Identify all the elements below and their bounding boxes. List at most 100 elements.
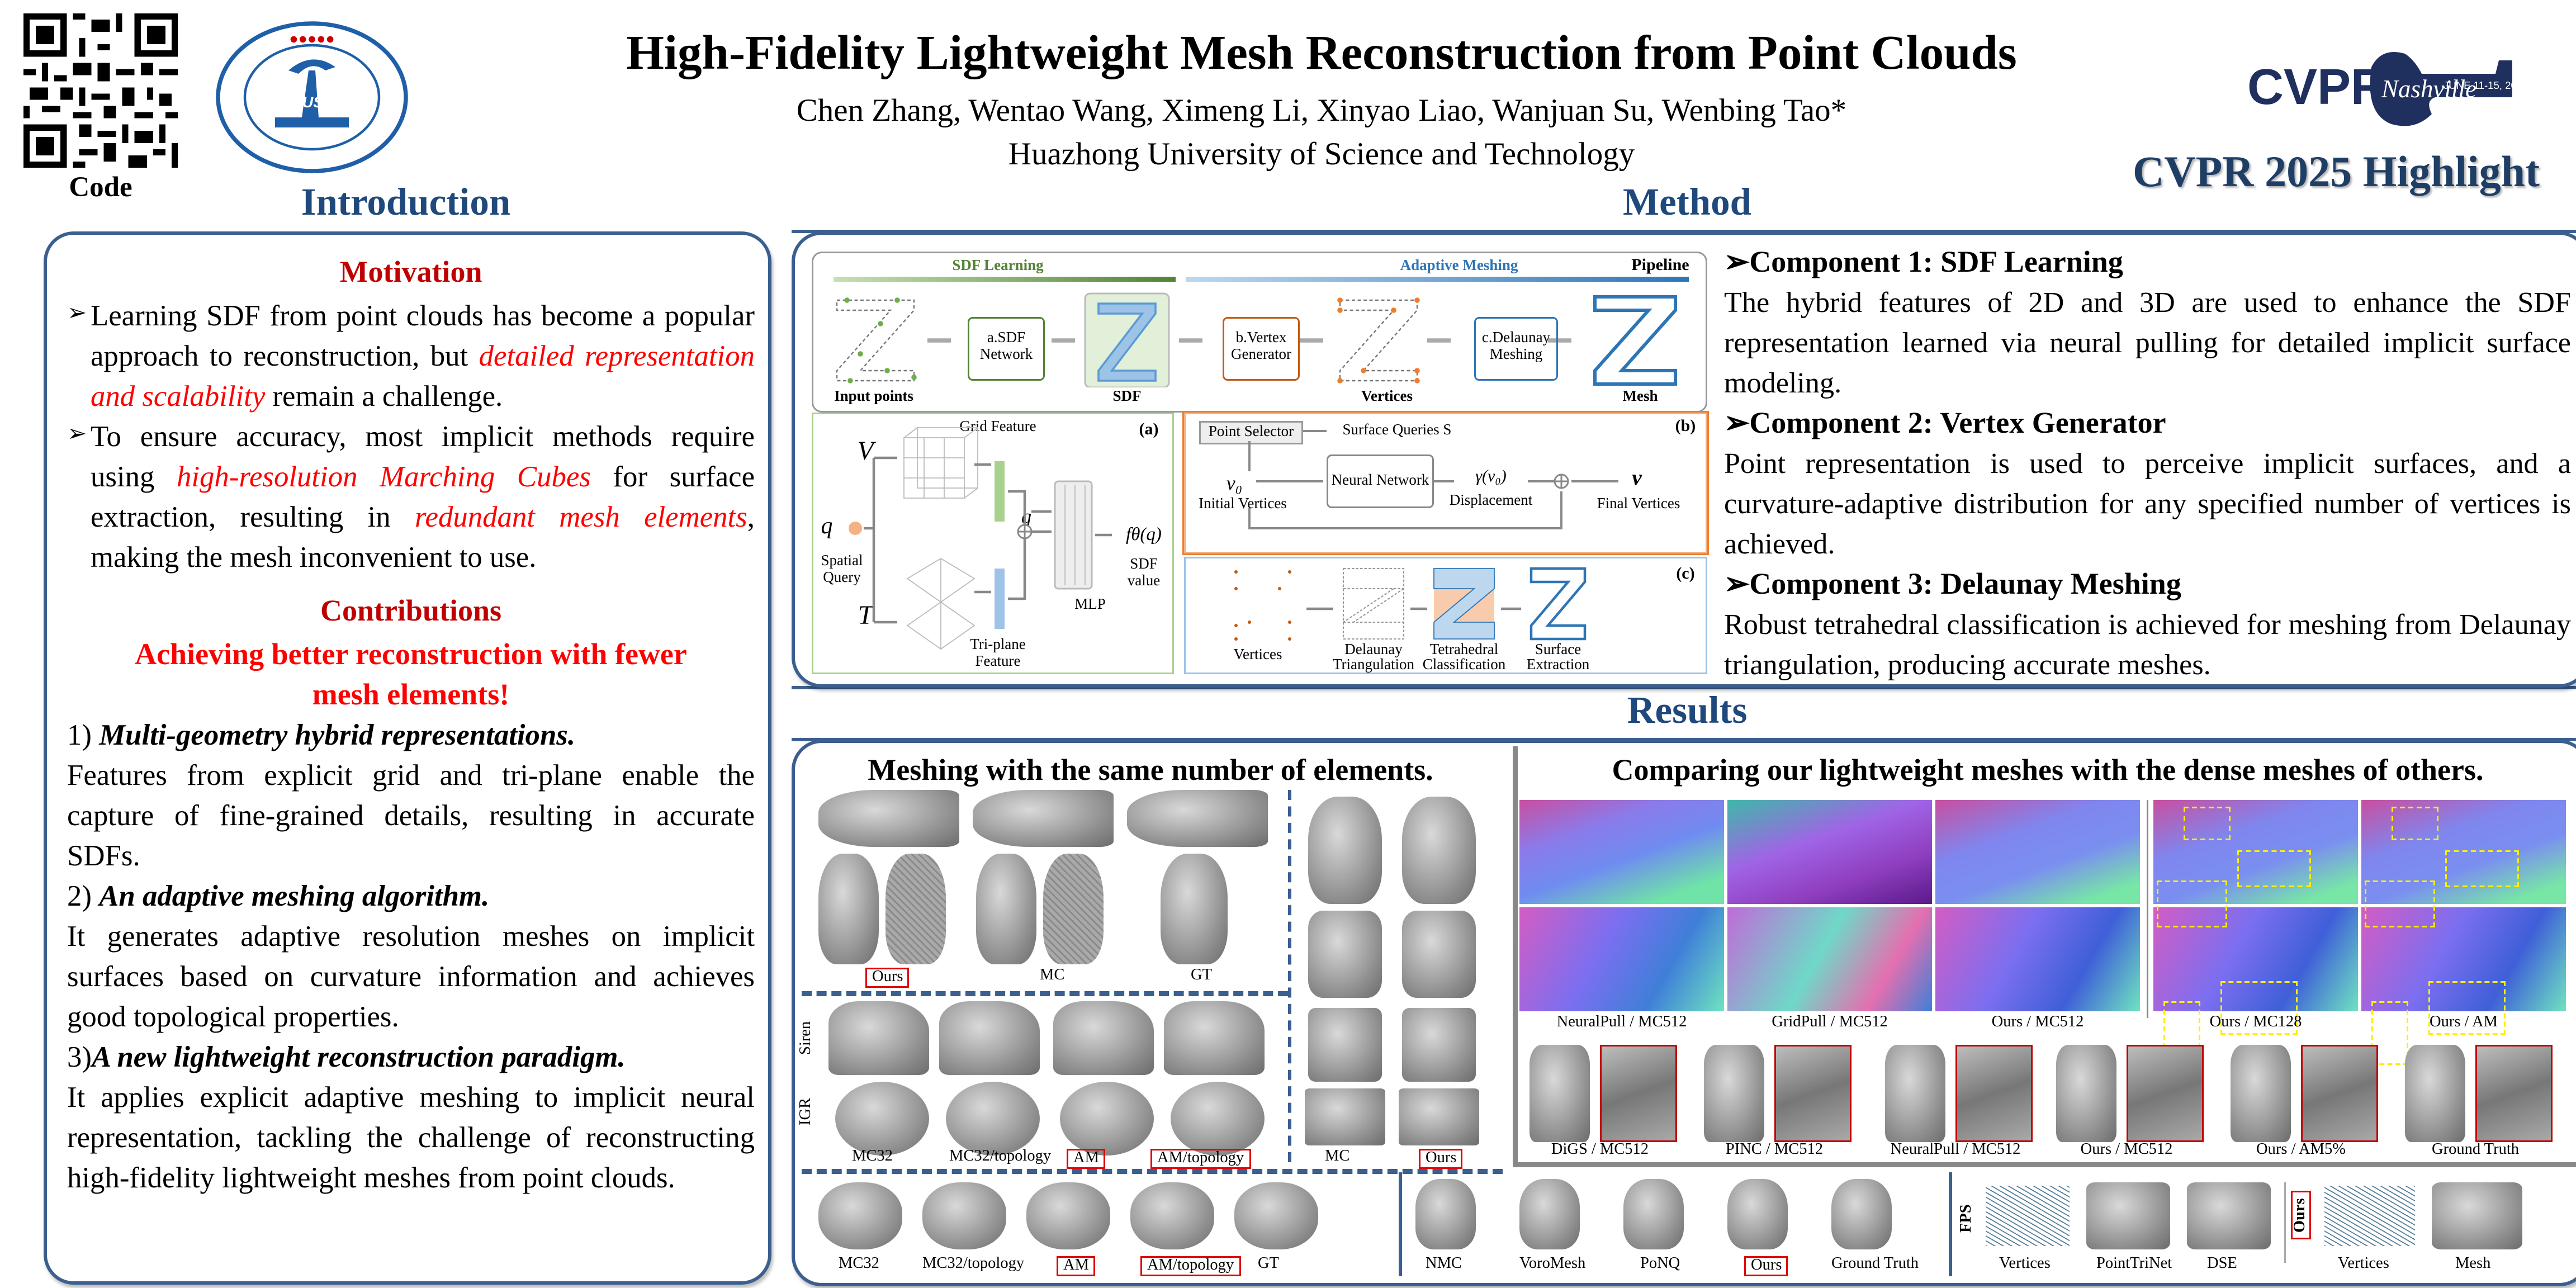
sdf-learning-bar: [834, 277, 1176, 282]
svg-text:JUNE 11-15, 2025: JUNE 11-15, 2025: [2444, 79, 2528, 91]
separator: [1399, 1172, 1402, 1276]
arrow-bullet-icon: ➢: [67, 302, 87, 327]
separator: [1949, 1172, 1952, 1276]
contributions-tagline: Achieving better reconstruction with few…: [135, 637, 687, 711]
statue-image: [2056, 1045, 2116, 1142]
results-divider: [792, 738, 2576, 741]
statue-column-caption: Ours: [1419, 1149, 1464, 1169]
surface-queries-label: Surface Queries S: [1342, 421, 1452, 438]
step-surface-extraction: Surface Extraction: [1526, 641, 1590, 673]
statue-image: [2231, 1045, 2291, 1142]
gear-caption: MC32/topology: [922, 1256, 1025, 1273]
caption-mesh: Mesh: [1622, 387, 1658, 404]
bust-caption: MC: [1040, 968, 1065, 984]
grid-volume-icon: [903, 427, 978, 499]
adaptive-meshing-bar: [1186, 277, 1689, 282]
triplane-feature-label: Tri-plane Feature: [970, 636, 1026, 669]
arrow-bullet-icon: ➢: [1724, 567, 1750, 600]
results-panel: Meshing with the same number of elements…: [792, 740, 2576, 1286]
panel-a-sdf-network: (a) Grid Feature Tri-plane Feature V T q…: [812, 413, 1174, 674]
gear-am-image: [1026, 1182, 1110, 1249]
dse-mesh-image: [2187, 1182, 2271, 1249]
results-left-title: Meshing with the same number of elements…: [868, 753, 1433, 787]
scene-caption: Ours / AM: [2430, 1015, 2498, 1031]
statue-caption: Ours / MC512: [2080, 1142, 2173, 1159]
caption-sdf: SDF: [1112, 387, 1142, 404]
vertices-shape: [1339, 299, 1418, 382]
results-heading: Results: [1627, 689, 1748, 731]
delaunay-meshing-node: c.Delaunay Meshing: [1474, 317, 1558, 381]
gear-mc32-topology-image: [922, 1182, 1006, 1249]
row-label-fps: FPS: [1959, 1204, 1976, 1233]
scene-normal-map-image: [2361, 907, 2566, 1011]
horse-spiral-caption: AM/topology: [1150, 1149, 1251, 1169]
statue-image: [1530, 1045, 1590, 1142]
cylinder-mc-image: [1305, 1088, 1385, 1145]
point-selector-node: Point Selector: [1199, 421, 1303, 444]
qr-code-label: Code: [69, 171, 132, 203]
mlp-label: MLP: [1074, 595, 1106, 612]
screw-mc-image: [973, 790, 1114, 847]
horse-mc32-image: [828, 1001, 929, 1075]
comparison-frame: [1513, 746, 2576, 1167]
highlight-box: [2157, 880, 2227, 927]
zoomed-detail-image: [1955, 1045, 2033, 1142]
sdf-value-label: SDF value: [1127, 555, 1161, 589]
pipeline-title: Pipeline: [1631, 257, 1689, 275]
row-label-siren: Siren: [798, 1021, 815, 1055]
caption-vertices: Vertices: [1361, 387, 1413, 404]
gear-am-topology-image: [1130, 1182, 1214, 1249]
arrow-bullet-icon: ➢: [1724, 245, 1750, 278]
component-item: ➢Component 2: Vertex Generator Point rep…: [1724, 406, 2571, 560]
qr-code-icon[interactable]: [23, 13, 178, 168]
head-caption: Ours: [1744, 1256, 1789, 1276]
method-components: ➢Component 1: SDF Learning The hybrid fe…: [1724, 242, 2571, 684]
zoomed-detail-image: [1600, 1045, 1677, 1142]
ours-mesh-image: [2432, 1182, 2522, 1249]
spiral-mc32-topology-image: [946, 1082, 1040, 1156]
spatial-query-label: Spatial Query: [821, 552, 863, 585]
scene-normal-map-image: [1519, 907, 1724, 1011]
bust-ours-wire-image: [886, 854, 946, 964]
ours-caption: Mesh: [2455, 1256, 2491, 1273]
highlight-box: [2365, 880, 2435, 927]
contribution-title: A new lightweight reconstruction paradig…: [91, 1040, 626, 1073]
pipeline-figure: SDF Learning Adaptive Meshing Pipeline: [812, 252, 1707, 413]
bust-mc-wire-image: [1043, 854, 1104, 964]
highlight-box: [2445, 850, 2519, 887]
statue-column-caption: MC: [1325, 1149, 1350, 1166]
zoomed-detail-image: [2127, 1045, 2204, 1142]
neural-network-node: Neural Network: [1327, 454, 1434, 508]
fps-vertices-image: [1986, 1186, 2070, 1246]
triplane-feature-bar: [995, 569, 1005, 629]
bolt-mc-image: [1308, 911, 1382, 998]
final-vertices-label: Final Vertices: [1597, 495, 1680, 512]
contribution-title: Multi-geometry hybrid representations.: [99, 718, 576, 751]
horse-am-topology-image: [1164, 1001, 1265, 1075]
statue-caption: NeuralPull / MC512: [1890, 1142, 2021, 1159]
authors: Chen Zhang, Wentao Wang, Ximeng Li, Xiny…: [796, 94, 1847, 129]
head-caption: VoroMesh: [1519, 1256, 1586, 1273]
query-point-icon: [849, 522, 862, 535]
gear-caption: AM/topology: [1140, 1256, 1241, 1276]
scene-normal-map-image: [1727, 800, 1932, 904]
highlight-badge: CVPR 2025 Highlight: [2132, 148, 2540, 196]
statue-image: [1885, 1045, 1945, 1142]
contribution-body: It applies explicit adaptive meshing to …: [67, 1080, 755, 1194]
emphasis: high-resolution Marching Cubes: [176, 460, 591, 493]
gear-caption: AM: [1057, 1256, 1096, 1276]
spiral-am-image: [1060, 1082, 1154, 1156]
head-nmc-image: [1415, 1179, 1476, 1249]
head-caption: PoNQ: [1640, 1256, 1680, 1273]
university-logo-icon: HUST ●●●●●: [216, 21, 408, 173]
component-item: ➢Component 1: SDF Learning The hybrid fe…: [1724, 245, 2571, 399]
method-divider: [792, 230, 2576, 233]
grid-feature-bar: [995, 461, 1005, 522]
dashed-separator: [802, 991, 1288, 996]
bust-ours-image: [818, 854, 879, 964]
highlight-box: [2428, 981, 2506, 1035]
zoomed-detail-image: [2301, 1045, 2378, 1142]
statue-ours-image: [1402, 797, 1476, 904]
horse-spiral-caption: MC32: [852, 1149, 893, 1166]
svg-text:HUST: HUST: [291, 94, 334, 111]
